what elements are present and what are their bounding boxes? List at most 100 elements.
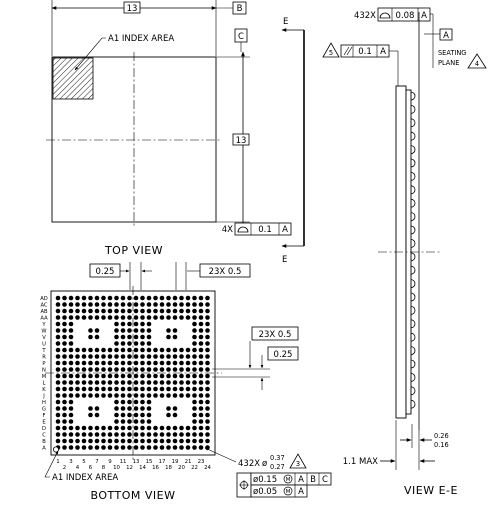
solder-ball	[159, 393, 165, 398]
solder-ball	[153, 386, 158, 392]
solder-ball	[127, 295, 132, 301]
solder-ball	[114, 373, 119, 379]
solder-ball	[185, 432, 191, 437]
solder-ball	[192, 438, 197, 444]
solder-ball	[101, 438, 106, 444]
solder-ball	[179, 445, 184, 450]
parallelism-icon	[343, 46, 350, 56]
solder-ball	[114, 432, 119, 437]
solder-ball	[146, 432, 152, 437]
solder-ball	[55, 315, 61, 320]
solder-ball	[120, 399, 126, 405]
solder-ball	[127, 308, 132, 314]
solder-ball	[114, 386, 119, 392]
solder-ball	[159, 438, 165, 444]
position-datum-1b: B	[310, 475, 316, 485]
solder-ball	[166, 328, 171, 333]
datum-b-label: B	[237, 4, 243, 14]
solder-ball	[68, 367, 74, 372]
solder-ball	[75, 425, 80, 431]
solder-ball	[146, 321, 152, 327]
solder-ball	[179, 438, 184, 444]
solder-ball	[127, 360, 132, 366]
solder-ball	[133, 354, 139, 359]
solder-ball	[133, 295, 139, 301]
parallelism-value: 0.1	[358, 47, 372, 57]
solder-ball	[107, 432, 113, 437]
solder-ball	[146, 367, 152, 372]
col-label-odd: 9	[108, 459, 112, 465]
solder-ball	[172, 347, 178, 353]
solder-ball	[205, 341, 210, 346]
solder-ball	[107, 438, 113, 444]
solder-ball	[140, 341, 145, 346]
top-view: 13 B A1 INDEX AREA C 13 4X 0.1 A TOP VIE…	[46, 0, 292, 257]
solder-ball	[166, 445, 171, 450]
solder-ball	[192, 321, 197, 327]
solder-ball	[179, 386, 184, 392]
solder-ball	[114, 295, 119, 301]
solder-ball	[172, 295, 178, 301]
solder-ball	[172, 308, 178, 314]
solder-ball	[101, 393, 106, 398]
solder-ball	[120, 354, 126, 359]
solder-ball	[166, 334, 171, 340]
solder-ball	[107, 308, 113, 314]
solder-ball	[94, 295, 100, 301]
solder-ball	[179, 367, 184, 372]
solder-ball	[114, 406, 119, 411]
solder-ball	[205, 308, 210, 314]
solder-ball	[166, 425, 171, 431]
solder-ball	[101, 373, 106, 379]
solder-ball	[205, 367, 210, 372]
solder-ball	[166, 412, 171, 418]
solder-ball	[107, 393, 113, 398]
solder-ball	[146, 445, 152, 450]
solder-ball	[172, 393, 178, 398]
side-solder-ball	[410, 373, 416, 382]
row-label: J	[42, 394, 45, 400]
solder-ball	[114, 438, 119, 444]
solder-ball	[146, 412, 152, 418]
side-solder-ball	[410, 131, 416, 141]
solder-ball	[159, 295, 165, 301]
solder-ball	[88, 406, 93, 411]
solder-ball	[88, 380, 93, 385]
solder-ball	[81, 308, 87, 314]
solder-ball	[62, 295, 67, 301]
solder-ball	[179, 308, 184, 314]
solder-ball	[198, 341, 204, 346]
solder-ball	[62, 328, 67, 333]
solder-ball	[94, 438, 100, 444]
row-label: Y	[41, 322, 46, 328]
solder-ball	[120, 445, 126, 450]
a1-index-hatch	[52, 57, 94, 100]
solder-ball	[133, 438, 139, 444]
solder-ball	[140, 438, 145, 444]
solder-ball	[81, 373, 87, 379]
solder-ball	[88, 373, 93, 379]
position-datum-1a: A	[298, 475, 304, 485]
solder-ball	[133, 302, 139, 307]
solder-ball	[205, 315, 210, 320]
profile-datum: A	[421, 11, 427, 21]
side-solder-ball	[410, 359, 416, 369]
solder-ball	[140, 308, 145, 314]
position-datum-1c: C	[322, 475, 328, 485]
bottom-view: 0.25 23X 0.5 ADACABAAYWVUTRPNMLKJHGFEDCB…	[40, 262, 332, 502]
solder-ball	[140, 373, 145, 379]
solder-ball	[146, 399, 152, 405]
solder-ball	[179, 432, 184, 437]
ball-diameter-symbol: ø	[262, 459, 267, 469]
solder-ball	[133, 341, 139, 346]
solder-ball	[88, 445, 93, 450]
solder-ball	[146, 302, 152, 307]
profile-icon-side	[379, 12, 391, 19]
solder-ball	[172, 432, 178, 437]
solder-ball	[75, 367, 80, 372]
solder-ball	[101, 386, 106, 392]
solder-ball	[133, 419, 139, 424]
side-solder-ball	[410, 172, 416, 181]
col-label-odd: 17	[159, 459, 166, 465]
solder-ball	[127, 406, 132, 411]
